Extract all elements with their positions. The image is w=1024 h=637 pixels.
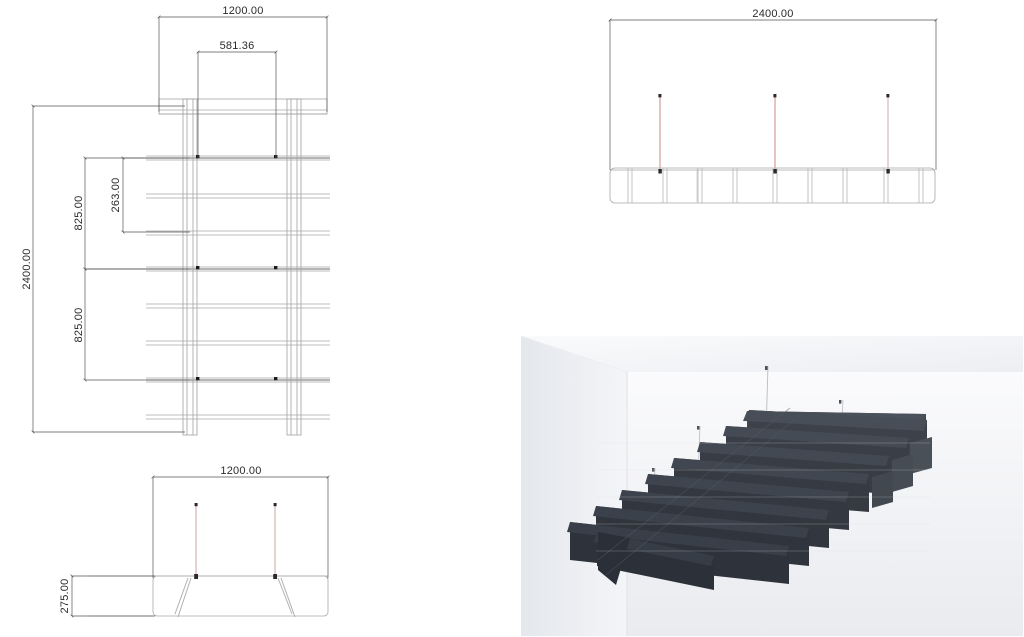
elevation-joints [696,169,809,202]
elevation-body [609,167,936,204]
hanger-wire [658,94,662,174]
elevation-baffle [662,168,668,203]
dim-section-width [151,475,330,578]
render-baffle-array [567,407,932,590]
dim-plan-baffle-pitch [121,156,190,234]
dim-label-2400-plan: 2400.00 [21,248,33,289]
dim-label-1200-section: 1200.00 [220,465,261,477]
elevation-baffle [807,168,813,203]
render-ceiling-edge [521,336,628,373]
plan-bar [146,266,330,272]
plan-bar [146,377,330,383]
dim-section-depth [70,574,155,618]
hanger-wire [886,94,890,174]
elevation-baffle [697,168,703,203]
plan-bar [146,340,330,346]
section-view-group: 1200.00 275.00 [59,465,330,618]
dim-label-825-lower: 825.00 [73,308,85,343]
plan-baffle-bars [146,109,330,420]
elevation-baffle [732,168,738,203]
render-view-group [521,336,1023,636]
dim-label-275-section: 275.00 [59,579,71,614]
dim-plan-overall-length [31,104,185,434]
render-left-wall [521,336,627,636]
render-baffle-crease [597,407,801,576]
dim-plan-lower-span [83,267,190,382]
elevation-baffle [627,168,633,203]
render-highlight-bands [596,442,930,552]
dim-elevation-width [608,18,938,170]
section-hanger-wires [194,503,277,579]
dim-label-581-plan: 581.36 [220,40,255,52]
elevation-baffle [883,168,889,203]
dim-label-1200-plan: 1200.00 [222,5,263,17]
hanger-wire [273,503,277,579]
elevation-baffles [627,168,924,203]
dim-label-263-plan: 263.00 [110,178,122,213]
plan-outline [158,98,328,115]
elevation-baffle [918,168,924,203]
elevation-view-group: 2400.00 [608,8,938,204]
plan-bar [159,109,327,115]
plan-bar [146,414,330,420]
render-ceiling [521,336,1023,372]
dim-plan-hanger-spacing [196,50,278,158]
plan-bar [146,155,330,161]
render-baffle-front-wedge [598,532,630,585]
section-baffle-profiles [174,577,296,618]
render-baffle-end-caps [872,437,932,508]
plan-view-group: 1200.00 581.36 2400.00 825.00 [21,5,330,436]
dim-label-2400-elevation: 2400.00 [752,8,793,20]
dim-label-825-upper: 825.00 [73,196,85,231]
dim-plan-overall-width [157,15,329,112]
dim-plan-upper-span [83,156,190,271]
elevation-baffle [772,168,778,203]
elevation-baffle [842,168,848,203]
plan-hanger-nodes [196,155,278,381]
plan-bar [146,193,330,199]
plan-bar [146,230,330,236]
plan-bar [146,303,330,309]
hanger-wire [194,503,198,579]
elevation-hanger-wires [658,94,890,174]
hanger-wire [773,94,777,174]
